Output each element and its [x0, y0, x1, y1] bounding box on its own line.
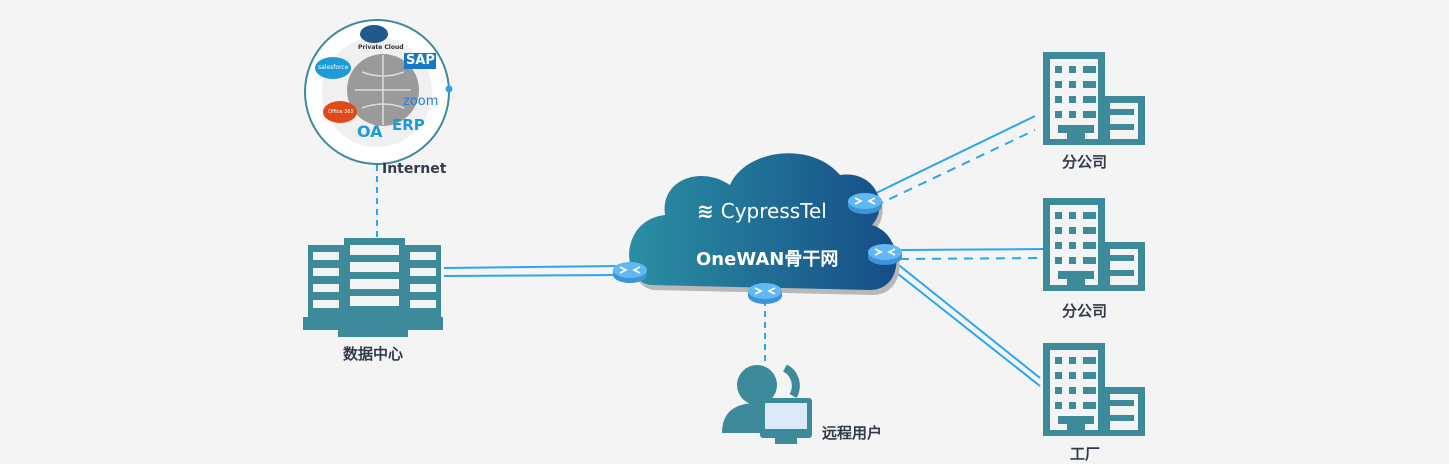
- router-icon: [747, 282, 783, 305]
- app-salesforce: salesforce: [318, 64, 349, 71]
- links: [376, 115, 1046, 387]
- app-office365: Office 365: [328, 109, 354, 115]
- app-zoom: zoom: [403, 94, 439, 109]
- site-label: 分公司: [1062, 302, 1108, 320]
- backbone-title: OneWAN骨干网: [696, 249, 839, 270]
- onewan-cloud: [629, 153, 900, 295]
- building-icon: [1043, 52, 1145, 145]
- app-oa: OA: [357, 122, 383, 141]
- brand-logo: ≋ CypressTel: [697, 199, 827, 223]
- router-icon: [867, 243, 903, 266]
- datacenter-icon: [303, 238, 443, 337]
- building-icon: [1043, 198, 1145, 291]
- app-sap: SAP: [406, 53, 435, 68]
- brand-name: CypressTel: [720, 199, 827, 223]
- router-icon: [847, 192, 883, 215]
- datacenter-label: 数据中心: [343, 345, 404, 363]
- app-private-cloud: Private Cloud: [358, 44, 404, 51]
- logo-icon: ≋: [697, 199, 721, 223]
- app-erp: ERP: [392, 116, 425, 134]
- site-label: 分公司: [1062, 153, 1108, 171]
- internet-globe: [304, 19, 453, 165]
- building-icon: [1043, 343, 1145, 436]
- remote-user-icon: [722, 364, 812, 444]
- remote-user-label: 远程用户: [822, 424, 883, 442]
- internet-label: Internet: [382, 161, 447, 177]
- router-icon: [612, 261, 648, 284]
- network-diagram: [303, 19, 1145, 444]
